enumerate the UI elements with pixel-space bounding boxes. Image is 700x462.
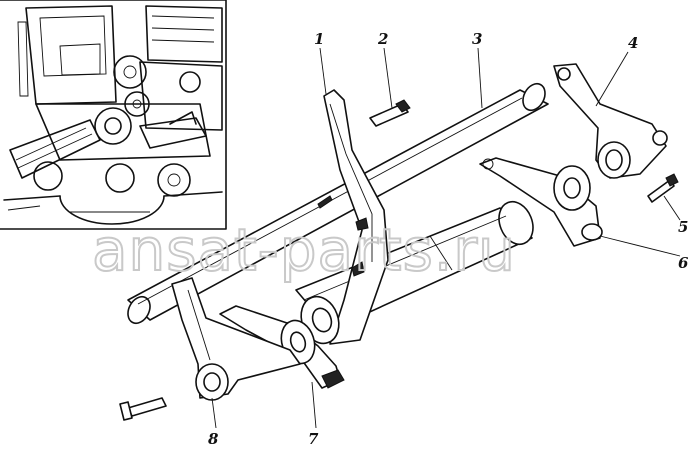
callout-3: 3 (472, 30, 482, 48)
small-pin-part (647, 173, 679, 203)
callout-4: 4 (628, 34, 638, 52)
watermark-text: ansat-parts.ru (92, 216, 516, 284)
callout-6: 6 (678, 254, 689, 272)
callout-2: 2 (377, 30, 388, 48)
callout-1: 1 (314, 30, 324, 48)
main-shaft (127, 82, 549, 325)
callout-8: 8 (208, 430, 219, 448)
bracket-part (479, 157, 603, 247)
callout-5: 5 (678, 218, 688, 236)
callout-7: 7 (308, 430, 319, 448)
bolt-part (119, 397, 167, 421)
leader-lines (211, 47, 681, 429)
arm-part (553, 63, 668, 179)
pin-part (369, 99, 411, 127)
inset-combine-view (0, 0, 227, 230)
